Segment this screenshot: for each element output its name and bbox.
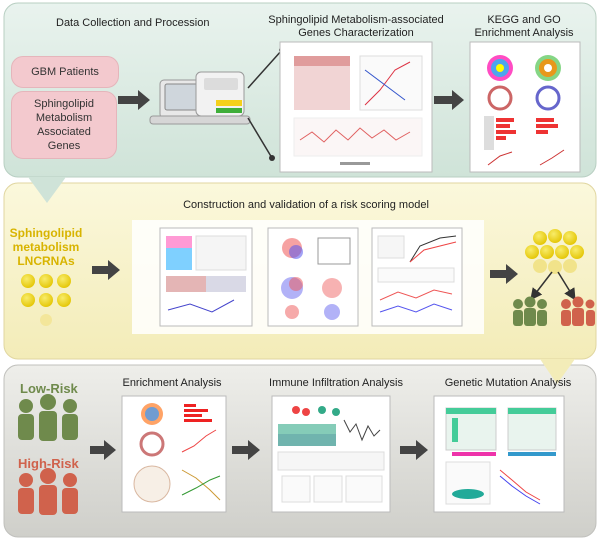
figure-mutation — [433, 395, 565, 513]
figure-model-2 — [267, 227, 359, 327]
yellow-cluster-icon — [525, 229, 584, 274]
gbm-patients-box: GBM Patients — [11, 56, 119, 88]
kegg-title: KEGG and GO Enrichment Analysis — [474, 14, 574, 39]
figure-enrichment — [121, 395, 227, 513]
figure-model-3 — [371, 227, 463, 327]
arrow-model-to-people — [490, 264, 518, 284]
line-machine-to-panel-top — [247, 49, 283, 89]
figure-characterization — [279, 41, 433, 173]
arrow-lncrna-to-model — [92, 260, 120, 280]
low-risk-label: Low-Risk — [20, 381, 78, 396]
arrow-immune-to-mutation — [400, 440, 428, 460]
arrow-to-kegg — [434, 90, 464, 110]
callout-triangle-right — [540, 359, 575, 384]
dot-bottom — [269, 155, 275, 161]
arrow-inputs-to-machine — [118, 90, 150, 110]
high-risk-people-icon — [18, 468, 78, 515]
callout-triangle-left — [28, 177, 66, 203]
lncrna-dots-icon — [21, 274, 71, 326]
arrow-groups-to-enrichment — [90, 440, 116, 460]
mutation-title: Genetic Mutation Analysis — [444, 377, 572, 389]
gbm-patients-label: GBM Patients — [31, 66, 99, 78]
figure-model-1 — [159, 227, 253, 327]
line-machine-to-panel-bottom — [247, 117, 273, 159]
enrichment-title: Enrichment Analysis — [122, 377, 222, 389]
sequencer-machine-icon — [149, 71, 251, 125]
section1-title: Data Collection and Procession — [56, 17, 210, 29]
figure-kegg-go — [469, 41, 581, 173]
immune-title: Immune Infiltration Analysis — [269, 377, 403, 389]
section2-title: Construction and validation of a risk sc… — [183, 199, 429, 211]
high-risk-group-icon-small — [561, 296, 595, 326]
sphingolipid-genes-box: Sphingolipid Metabolism Associated Genes — [11, 91, 117, 159]
split-line-right — [557, 271, 576, 301]
sphingolipid-genes-label: Sphingolipid Metabolism Associated Genes — [34, 98, 94, 152]
low-risk-group-icon-small — [513, 296, 547, 326]
split-line-left — [530, 271, 553, 301]
figure-immune — [271, 395, 391, 513]
lncrna-label: Sphingolipid metabolism LNCRNAs — [9, 226, 83, 268]
high-risk-label: High-Risk — [18, 456, 79, 471]
arrow-enrichment-to-immune — [232, 440, 260, 460]
characterization-title: Sphingolipid Metabolism-associated Genes… — [268, 14, 444, 39]
low-risk-people-icon — [18, 394, 78, 441]
